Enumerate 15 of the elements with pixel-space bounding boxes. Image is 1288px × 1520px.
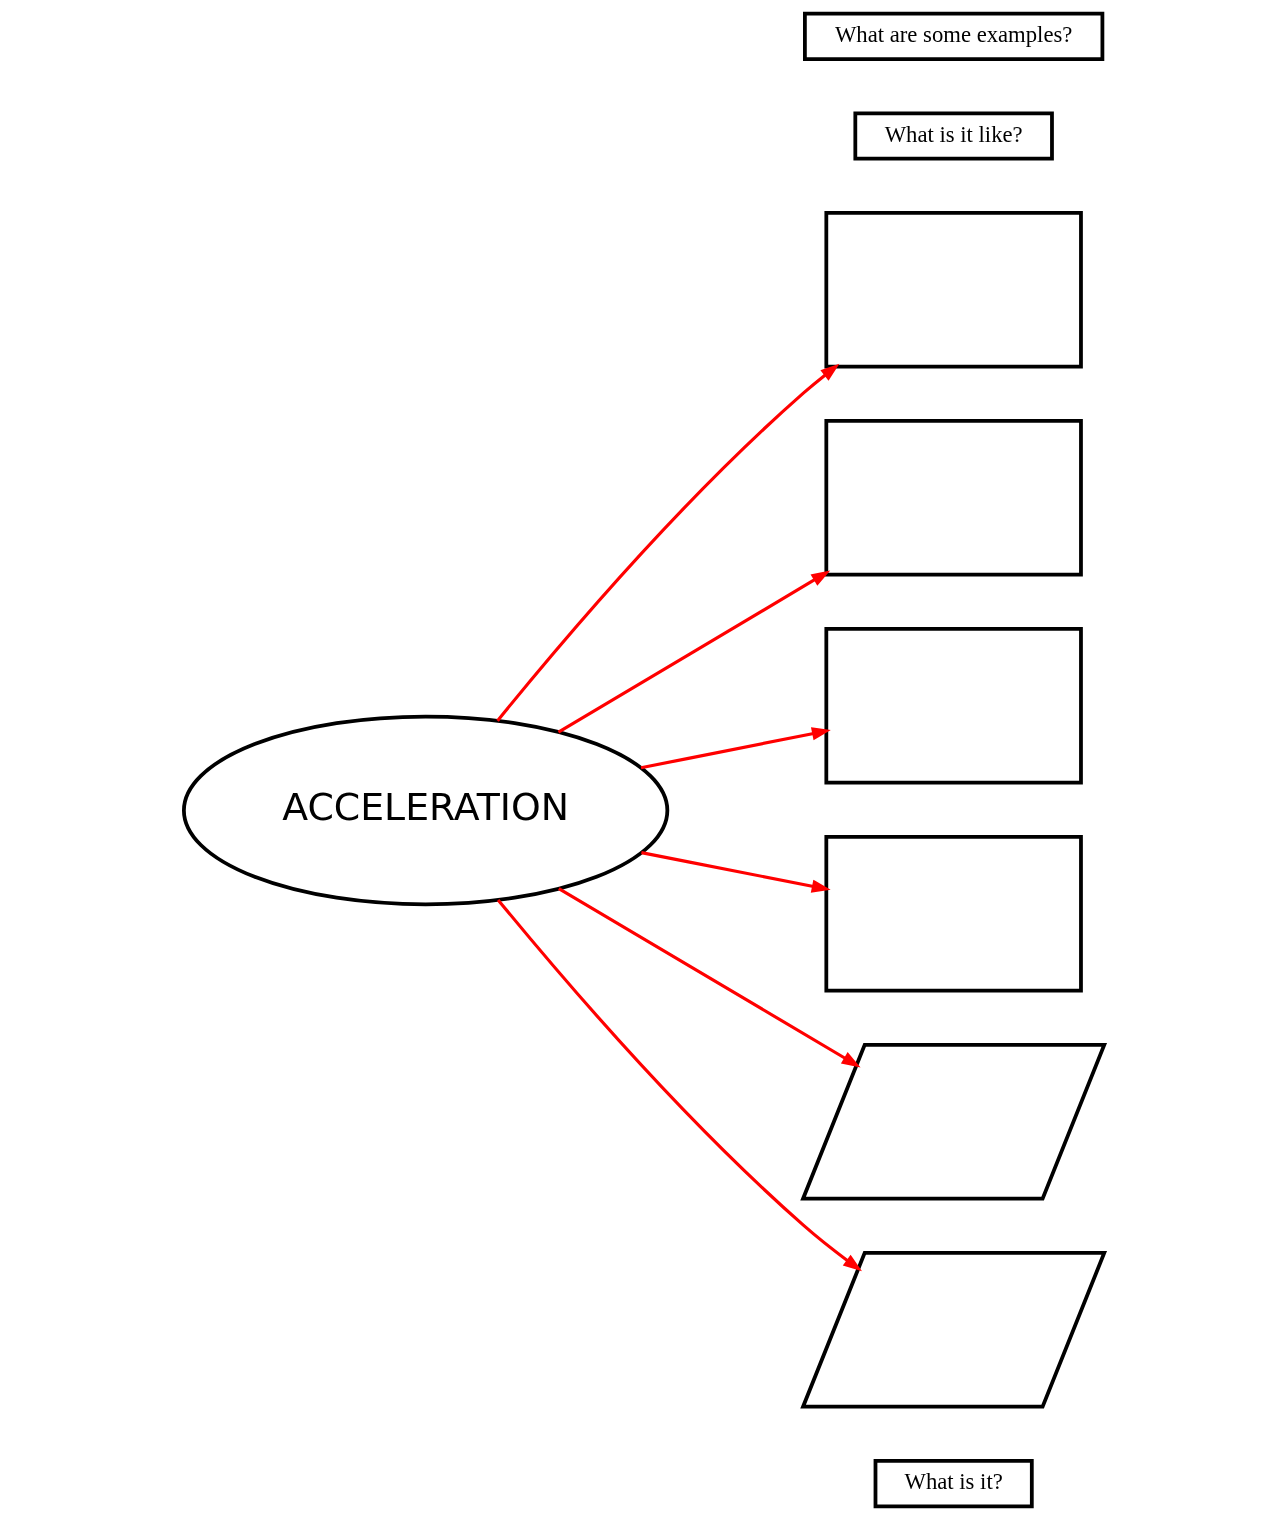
arrow (496, 898, 862, 1272)
node-box: What is it like? (853, 111, 1054, 161)
arrow (496, 363, 840, 722)
node-box (824, 627, 1083, 785)
node-box: What is it? (873, 1459, 1034, 1509)
arrow (641, 851, 831, 893)
node-box (824, 419, 1083, 577)
node-box (824, 835, 1083, 993)
arrow (640, 727, 831, 770)
node-parallelogram (800, 1043, 1108, 1201)
node-box (824, 211, 1083, 369)
node-ellipse: ACCELERATION (182, 714, 670, 907)
arrow (557, 570, 831, 734)
node-box: What are some examples? (803, 11, 1105, 61)
arrow (558, 887, 861, 1068)
